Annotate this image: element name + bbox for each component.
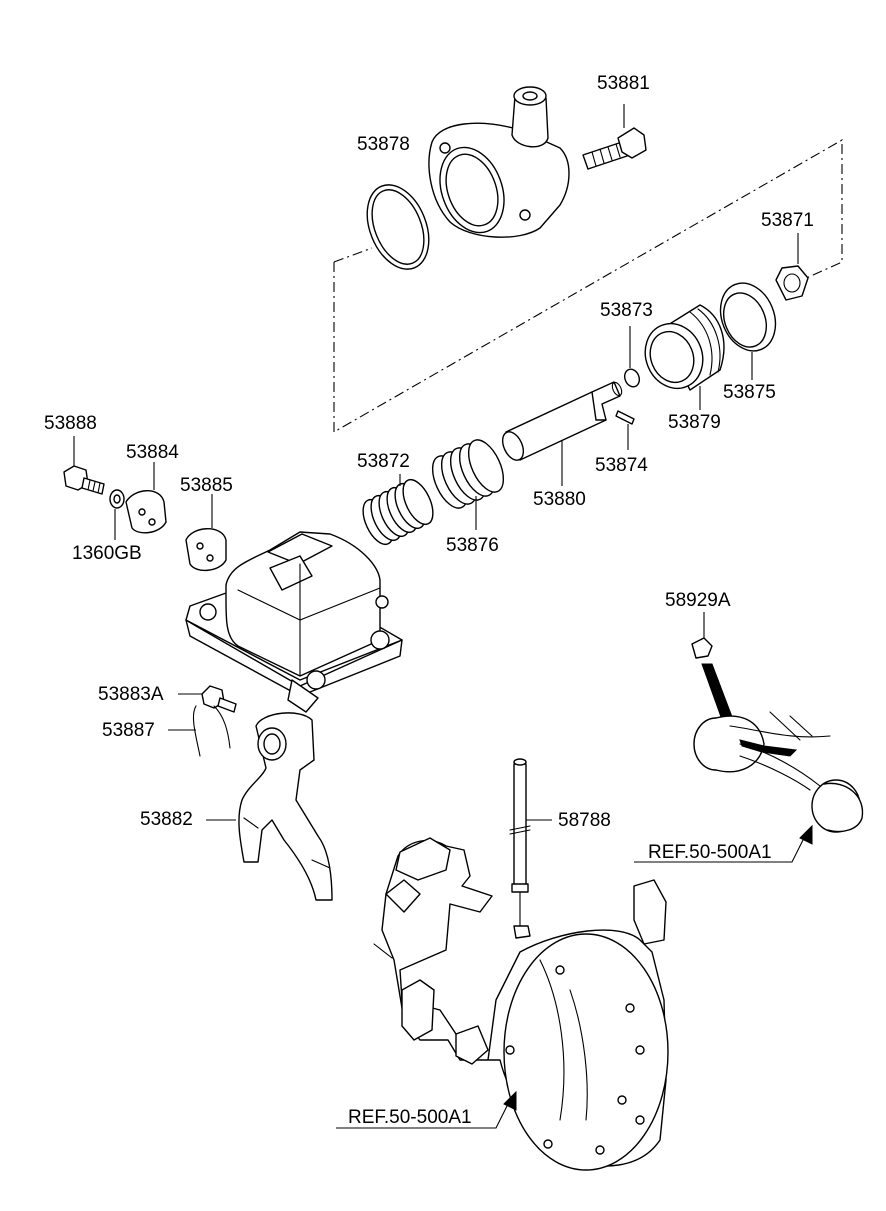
label-53878: 53878 — [357, 134, 410, 155]
label-53887: 53887 — [102, 720, 155, 741]
ring-53875 — [719, 282, 777, 380]
ref-leader-right — [634, 824, 813, 863]
plate-53885 — [185, 494, 227, 571]
bolt-53888 — [63, 436, 105, 495]
housing-flange — [428, 86, 570, 238]
plate-53884 — [125, 462, 167, 534]
pin-53874 — [615, 410, 635, 450]
label-53888: 53888 — [44, 413, 97, 434]
ref-label-right[interactable]: REF.50-500A1 — [648, 842, 772, 863]
transmission-case — [373, 837, 669, 1171]
snap-ring-53873 — [623, 326, 641, 388]
bolt-53883a — [178, 685, 237, 713]
bolt-53881 — [582, 104, 647, 170]
rod-58788 — [509, 758, 552, 939]
label-53873: 53873 — [600, 300, 653, 321]
label-53875: 53875 — [723, 382, 776, 403]
shift-fork-53882 — [206, 712, 333, 901]
ref-label-bottom[interactable]: REF.50-500A1 — [348, 1107, 472, 1128]
label-53876: 53876 — [446, 535, 499, 556]
label-58929a: 58929A — [665, 590, 731, 611]
rod-53880 — [501, 381, 623, 486]
label-53879: 53879 — [668, 412, 721, 433]
o-ring-53878 — [366, 184, 430, 270]
sensor-connectors — [693, 711, 864, 833]
label-53882: 53882 — [140, 809, 193, 830]
nut-53871 — [775, 233, 809, 301]
label-53872: 53872 — [357, 451, 410, 472]
label-53881: 53881 — [597, 73, 650, 94]
washer-1360gb — [109, 489, 125, 540]
label-53880: 53880 — [533, 489, 586, 510]
spring-53872 — [362, 474, 434, 546]
spring-53876 — [431, 439, 505, 530]
assembly-dash-lines — [333, 139, 843, 433]
cover-housing — [185, 531, 403, 713]
label-1360gb: 1360GB — [72, 543, 142, 564]
label-53871: 53871 — [761, 210, 814, 231]
label-53874: 53874 — [595, 455, 648, 476]
boot-53879 — [644, 304, 725, 410]
label-58788: 58788 — [558, 810, 611, 831]
label-53884: 53884 — [126, 442, 179, 463]
label-53885: 53885 — [180, 475, 233, 496]
clip-53887 — [168, 705, 231, 757]
ref-leader-bottom — [336, 1090, 517, 1129]
label-53883a: 53883A — [98, 684, 164, 705]
